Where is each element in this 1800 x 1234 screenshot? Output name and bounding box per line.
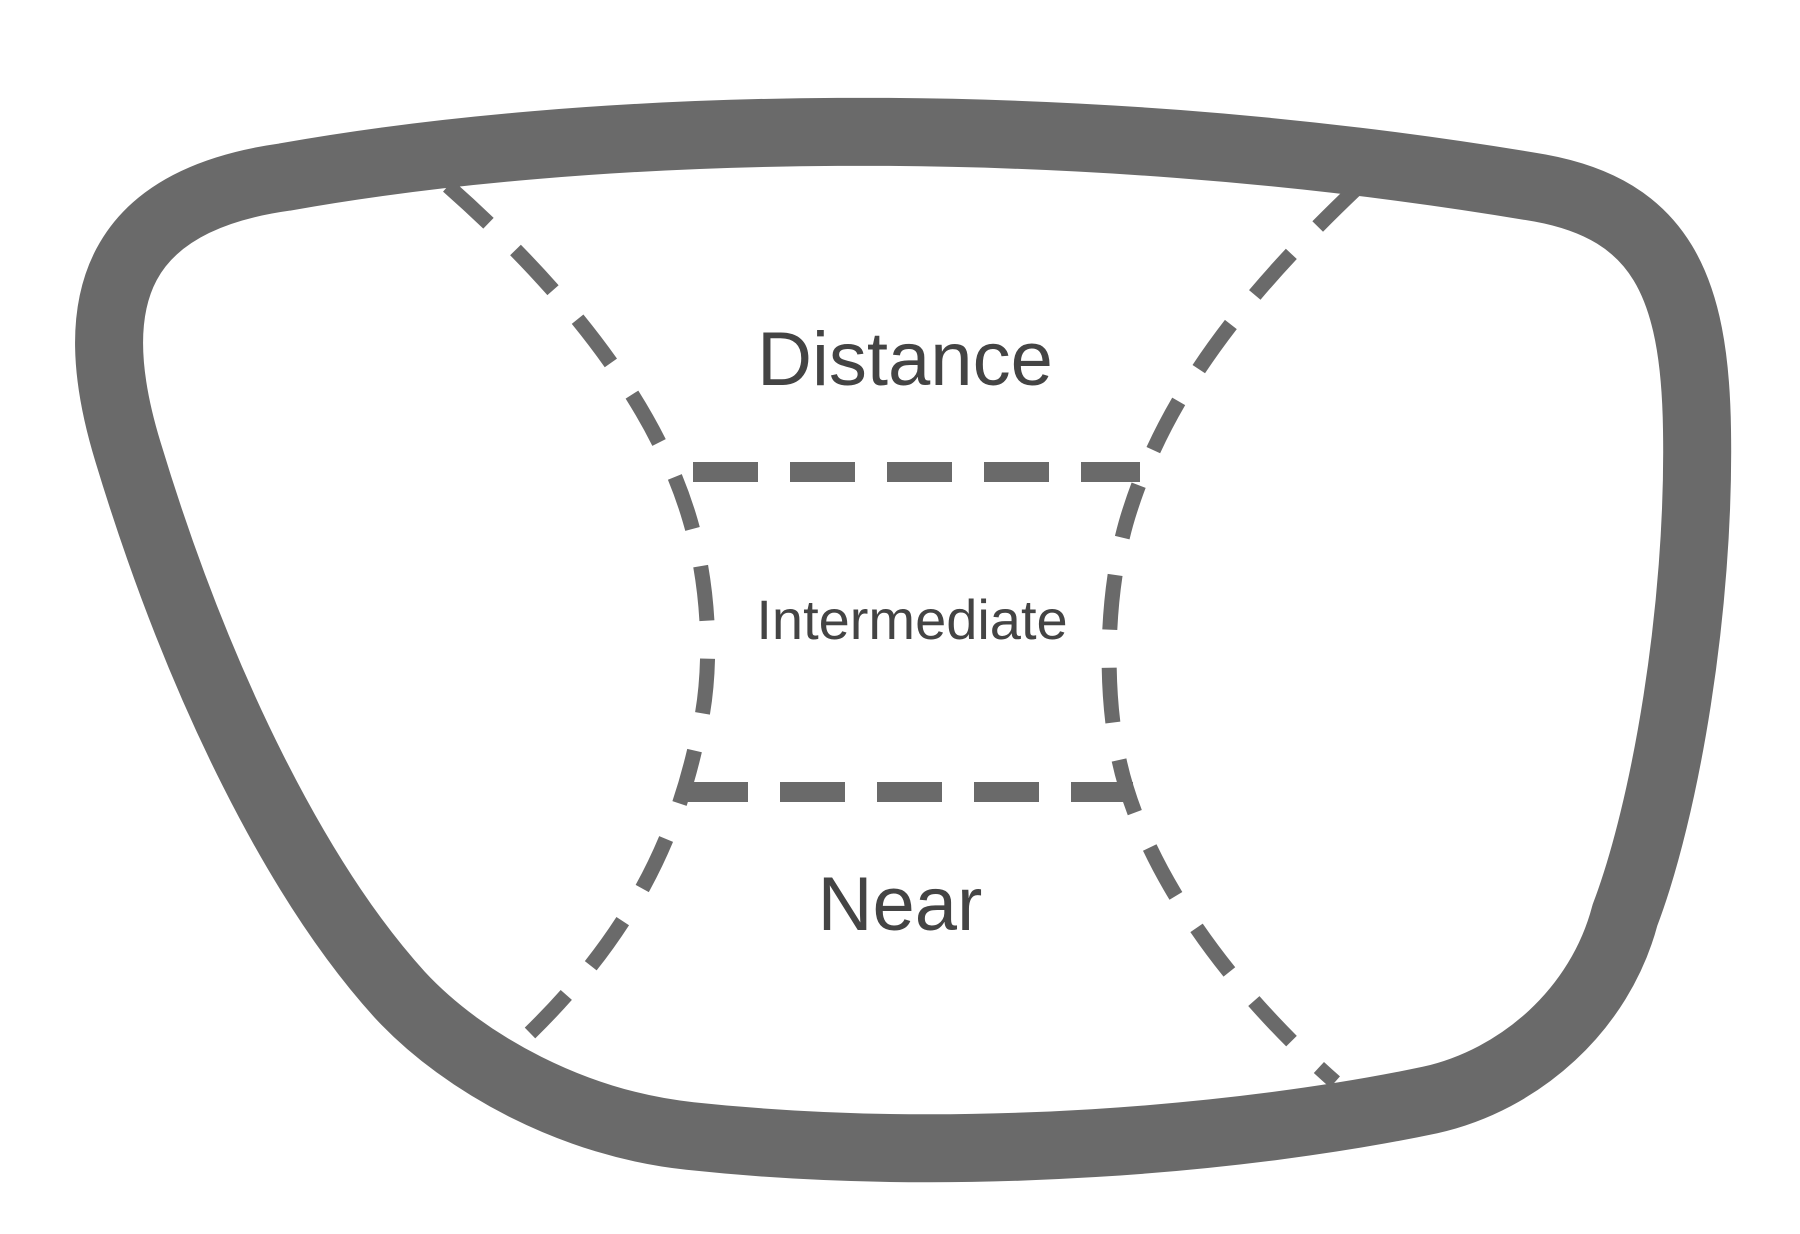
- near-label: Near: [818, 862, 983, 947]
- right-corridor-boundary: [1101, 182, 1363, 1088]
- distance-label: Distance: [757, 317, 1053, 402]
- left-corridor-boundary: [443, 180, 716, 1039]
- intermediate-label: Intermediate: [756, 588, 1067, 651]
- lens-frame: [75, 97, 1732, 1183]
